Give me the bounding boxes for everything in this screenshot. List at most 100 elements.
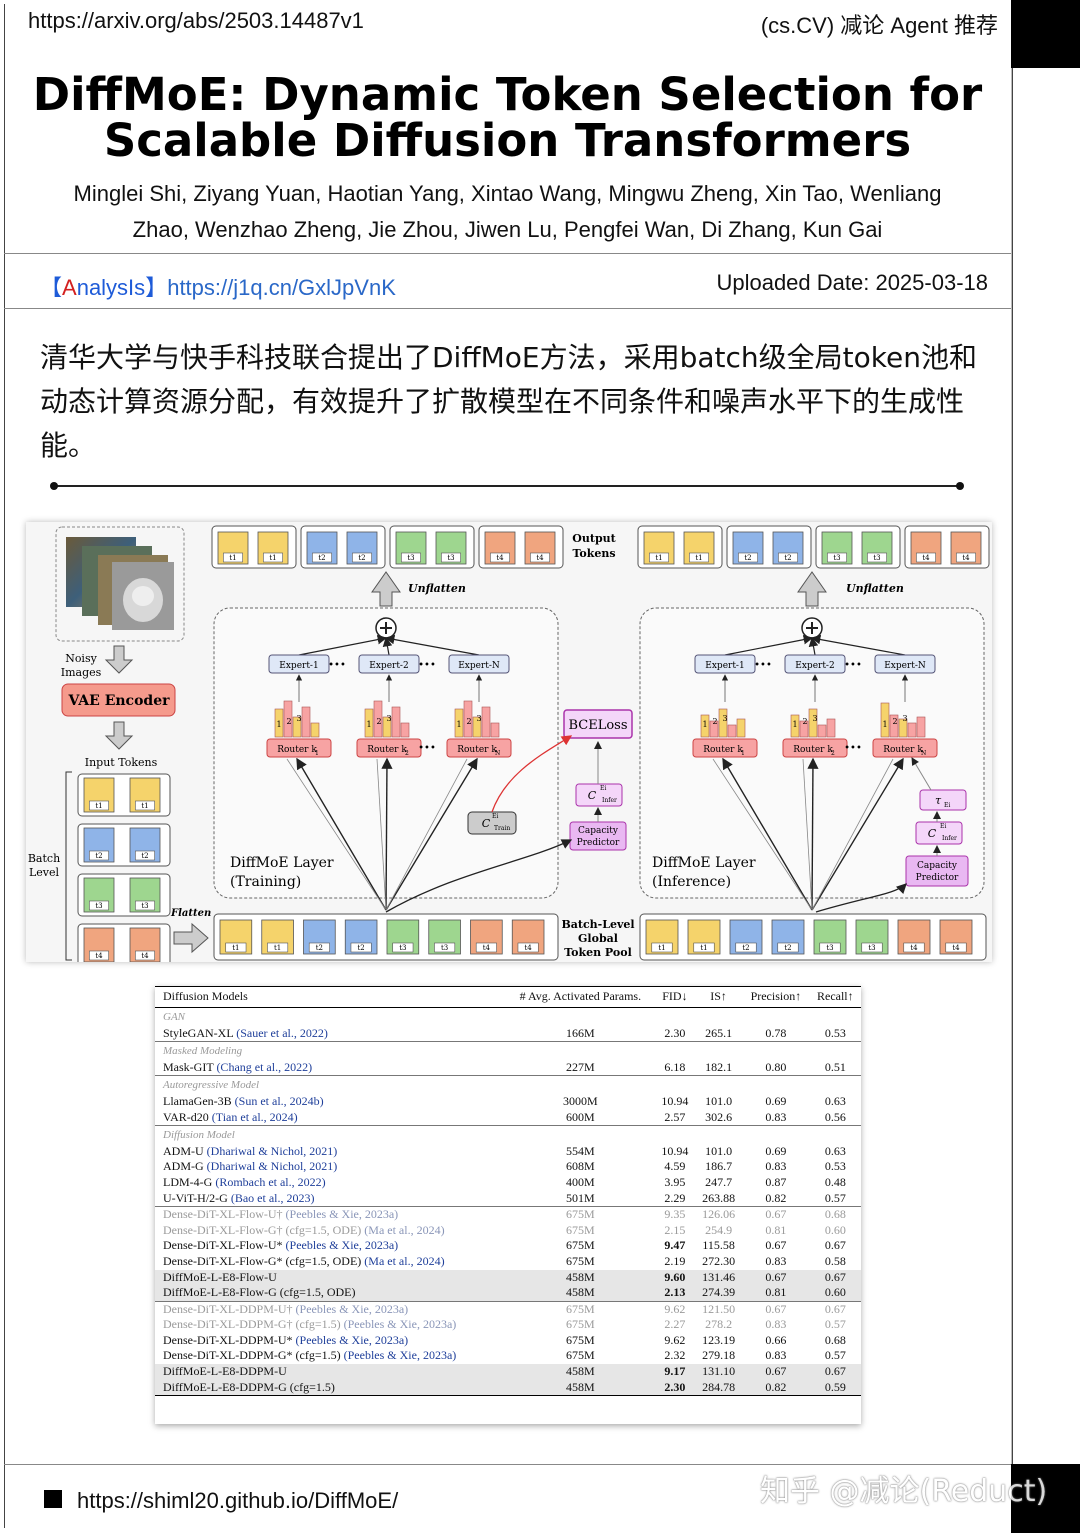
dot-divider (50, 482, 964, 490)
precision-cell: 0.69 (765, 1093, 787, 1108)
citation-link[interactable]: (Dhariwal & Nichol, 2021) (206, 1159, 338, 1174)
token-t4: t4 (897, 919, 931, 955)
expert-box (694, 654, 756, 674)
citation-link[interactable]: (Peebles & Xie, 2023a) (295, 1301, 409, 1316)
citation-link[interactable]: (Sun et al., 2024b) (234, 1093, 324, 1108)
params-cell: 458M (505, 1379, 655, 1397)
layer-training-label-1: DiffMoE Layer (230, 855, 334, 871)
arxiv-url[interactable]: https://arxiv.org/abs/2503.14487v1 (28, 8, 364, 33)
model-name: DiffMoE-L-E8-Flow-U (163, 1269, 277, 1284)
model-name-cell: Dense-DiT-XL-DDPM-U† (Peebles & Xie, 202… (155, 1300, 506, 1318)
model-name: ADM-G (163, 1159, 204, 1174)
layer-training-label-2: (Training) (230, 874, 301, 890)
tau-box (919, 789, 967, 811)
project-url[interactable]: https://shiml20.github.io/DiffMoE/ (77, 1488, 399, 1513)
fid-cell: 2.32 (664, 1348, 686, 1363)
token-t1: t1 (257, 531, 289, 565)
fid-cell: 2.30 (664, 1025, 686, 1040)
router-score-bar (400, 722, 410, 738)
token-t3: t3 (129, 877, 161, 913)
group-label: Masked Modeling (155, 1041, 861, 1060)
token-t1: t1 (217, 531, 249, 565)
expert-box (268, 654, 330, 674)
recall-cell: 0.68 (824, 1332, 846, 1347)
corner-block-bottom (1011, 1464, 1080, 1533)
model-name-cell: StyleGAN-XL (Sauer et al., 2022) (155, 1026, 506, 1042)
is-cell: 247.7 (705, 1174, 733, 1189)
citation-link[interactable]: (Peebles & Xie, 2023a) (343, 1317, 457, 1332)
token-label: t2 (784, 554, 791, 562)
citation-link[interactable]: (Ma et al., 2024) (364, 1253, 445, 1268)
citation-link[interactable]: (Sauer et al., 2022) (236, 1025, 328, 1040)
analysis-label: nalysIs (76, 275, 146, 300)
router-score-bar (736, 718, 746, 738)
tau-symbol: τ (935, 794, 942, 807)
model-name-cell: U-ViT-H/2-G (Bao et al., 2023) (155, 1191, 506, 1207)
precision-cell: 0.81 (742, 1285, 810, 1302)
precision-cell: 0.82 (742, 1379, 810, 1397)
router-subscript: N (495, 750, 500, 757)
divider-bottom (4, 1464, 1011, 1465)
citation-link[interactable]: (Bao et al., 2023) (230, 1190, 315, 1205)
bar-label: 3 (902, 714, 907, 723)
token-label: t3 (407, 554, 414, 562)
bullet-square-icon (44, 1490, 62, 1508)
analysis-bracket-open: 【 (40, 275, 63, 300)
is-cell: 279.18 (702, 1348, 736, 1363)
citation-link[interactable]: (Tian et al., 2024) (211, 1109, 298, 1124)
router-score-bar (310, 722, 320, 738)
router-subscript: 1 (315, 750, 319, 757)
bar-label: 3 (296, 714, 301, 723)
recall-cell: 0.68 (809, 1206, 861, 1223)
citation-link[interactable]: (Ma et al., 2024) (364, 1222, 445, 1237)
model-name-cell: Dense-DiT-XL-Flow-G* (cfg=1.5, ODE) (Ma … (155, 1254, 506, 1270)
precision-cell: 0.87 (765, 1174, 787, 1189)
expert-label: Expert-1 (279, 661, 318, 671)
router-subscript: N (921, 750, 926, 757)
expert-label: Expert-N (458, 661, 500, 671)
header-fid: FID↓ (654, 986, 696, 1008)
citation-link[interactable]: (Peebles & Xie, 2023a) (343, 1348, 457, 1363)
uploaded-date: Uploaded Date: 2025-03-18 (716, 270, 988, 295)
router-score-bar (481, 706, 491, 738)
token-t2: t2 (346, 531, 378, 565)
c-train-sub: Train (494, 825, 510, 832)
token-label: t4 (141, 952, 149, 960)
table-row: Dense-DiT-XL-Flow-U* (Peebles & Xie, 202… (155, 1238, 861, 1254)
router-score-bar (283, 700, 293, 738)
citation-link[interactable]: (Dhariwal & Nichol, 2021) (206, 1143, 338, 1158)
token-t2: t2 (344, 919, 378, 955)
model-name-cell: DiffMoE-L-E8-DDPM-U (155, 1364, 506, 1380)
router-box (266, 738, 332, 758)
params-cell: 400M (566, 1174, 595, 1189)
precision-cell: 0.82 (765, 1190, 787, 1205)
router-score-bar (808, 708, 818, 738)
citation-link[interactable]: (Peebles & Xie, 2023a) (295, 1332, 409, 1347)
analysis-link[interactable]: https://j1q.cn/GxlJpVnK (167, 275, 396, 300)
token-t4: t4 (511, 919, 545, 955)
params-cell: 458M (505, 1285, 655, 1302)
model-name-cell: Dense-DiT-XL-DDPM-G† (cfg=1.5) (Peebles … (155, 1317, 506, 1333)
token-label: t1 (700, 944, 707, 952)
model-name: DiffMoE-L-E8-DDPM-G (cfg=1.5) (163, 1379, 335, 1394)
token-t1: t1 (683, 531, 715, 565)
router-label: Router k (367, 745, 407, 755)
recall-cell: 0.53 (824, 1025, 846, 1040)
vae-encoder-label: VAE Encoder (68, 693, 171, 709)
model-name-cell: Dense-DiT-XL-Flow-U† (Peebles & Xie, 202… (155, 1206, 506, 1223)
layer-inference-label-1: DiffMoE Layer (652, 855, 756, 871)
citation-link[interactable]: (Peebles & Xie, 2023a) (285, 1238, 399, 1253)
router-subscript: 2 (831, 750, 835, 757)
citation-link[interactable]: (Chang et al., 2022) (216, 1059, 313, 1074)
model-name: LDM-4-G (163, 1174, 213, 1189)
bar-label: 1 (882, 720, 887, 729)
citation-link[interactable]: (Rombach et al., 2022) (215, 1174, 326, 1189)
precision-cell: 0.67 (742, 1364, 810, 1380)
tau-sub: Ei (944, 802, 950, 809)
is-cell: 131.10 (695, 1364, 743, 1380)
token-t3: t3 (395, 531, 427, 565)
citation-link[interactable]: (Peebles & Xie, 2023a) (285, 1207, 399, 1222)
analysis-bracket-close: 】 (145, 275, 168, 300)
